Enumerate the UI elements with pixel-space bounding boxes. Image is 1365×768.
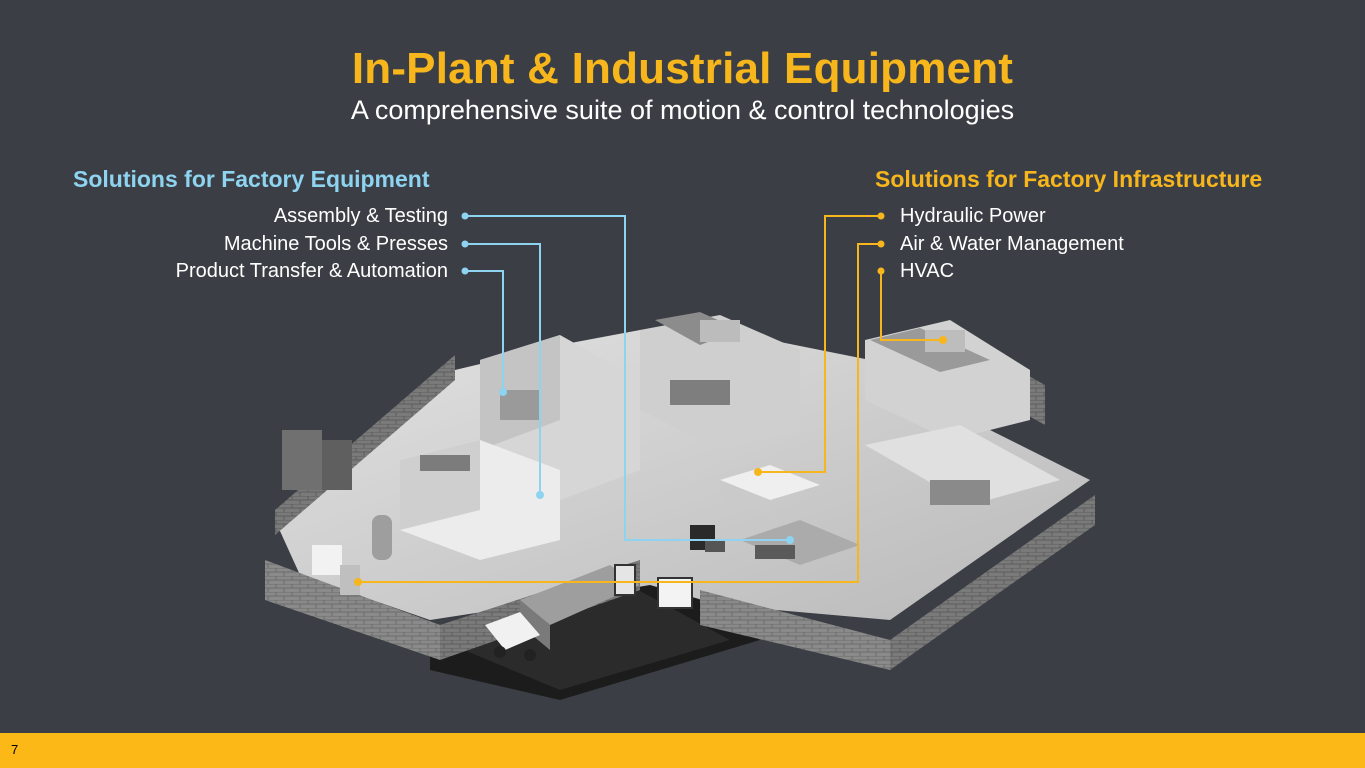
callout-dot (536, 491, 544, 499)
slide-subtitle: A comprehensive suite of motion & contro… (350, 95, 1015, 125)
slide-canvas: In-Plant & Industrial Equipment A compre… (73, 44, 1263, 700)
callout-dot (877, 212, 885, 220)
left-item-machine-tools: Machine Tools & Presses (223, 233, 448, 255)
callout-line-hvac (880, 271, 943, 341)
callout-dot (461, 267, 469, 275)
callout-dot (461, 240, 469, 248)
forklift (690, 525, 725, 552)
callout-dot (786, 536, 794, 544)
callout-dot (354, 578, 362, 586)
callout-dot (877, 240, 885, 248)
callout-dot (461, 212, 469, 220)
callout-dot (754, 468, 762, 476)
callout-dot (499, 388, 507, 396)
paint-booth (400, 440, 560, 560)
callout-line-machine-tools (465, 243, 541, 495)
right-item-hvac: HVAC (900, 260, 955, 282)
callout-lines (354, 212, 947, 586)
office-room-right (865, 320, 1060, 505)
callout-line-hydraulic (758, 215, 881, 473)
hydraulic-unit (720, 465, 820, 515)
callout-dot (939, 336, 947, 344)
left-item-assembly: Assembly & Testing (273, 205, 448, 227)
left-item-product-transfer: Product Transfer & Automation (175, 260, 448, 282)
right-section-heading: Solutions for Factory Infrastructure (875, 166, 1263, 192)
callout-line-product-transfer (465, 270, 504, 392)
callout-line-assembly (465, 215, 790, 541)
right-item-air-water: Air & Water Management (900, 233, 1124, 255)
slide-title: In-Plant & Industrial Equipment (351, 44, 1014, 93)
page-number: 7 (11, 742, 19, 757)
air-compressor (312, 515, 392, 595)
callout-dot (877, 267, 885, 275)
left-section-heading: Solutions for Factory Equipment (73, 166, 430, 192)
factory-illustration (265, 312, 1095, 700)
callout-line-air-water (358, 243, 881, 583)
footer-bar: 7 (0, 733, 1365, 768)
dust-collector (282, 430, 352, 490)
conveyor-line (740, 520, 860, 565)
delivery-truck (485, 565, 640, 661)
right-item-hydraulic: Hydraulic Power (900, 205, 1046, 227)
office-room-back (640, 312, 800, 450)
